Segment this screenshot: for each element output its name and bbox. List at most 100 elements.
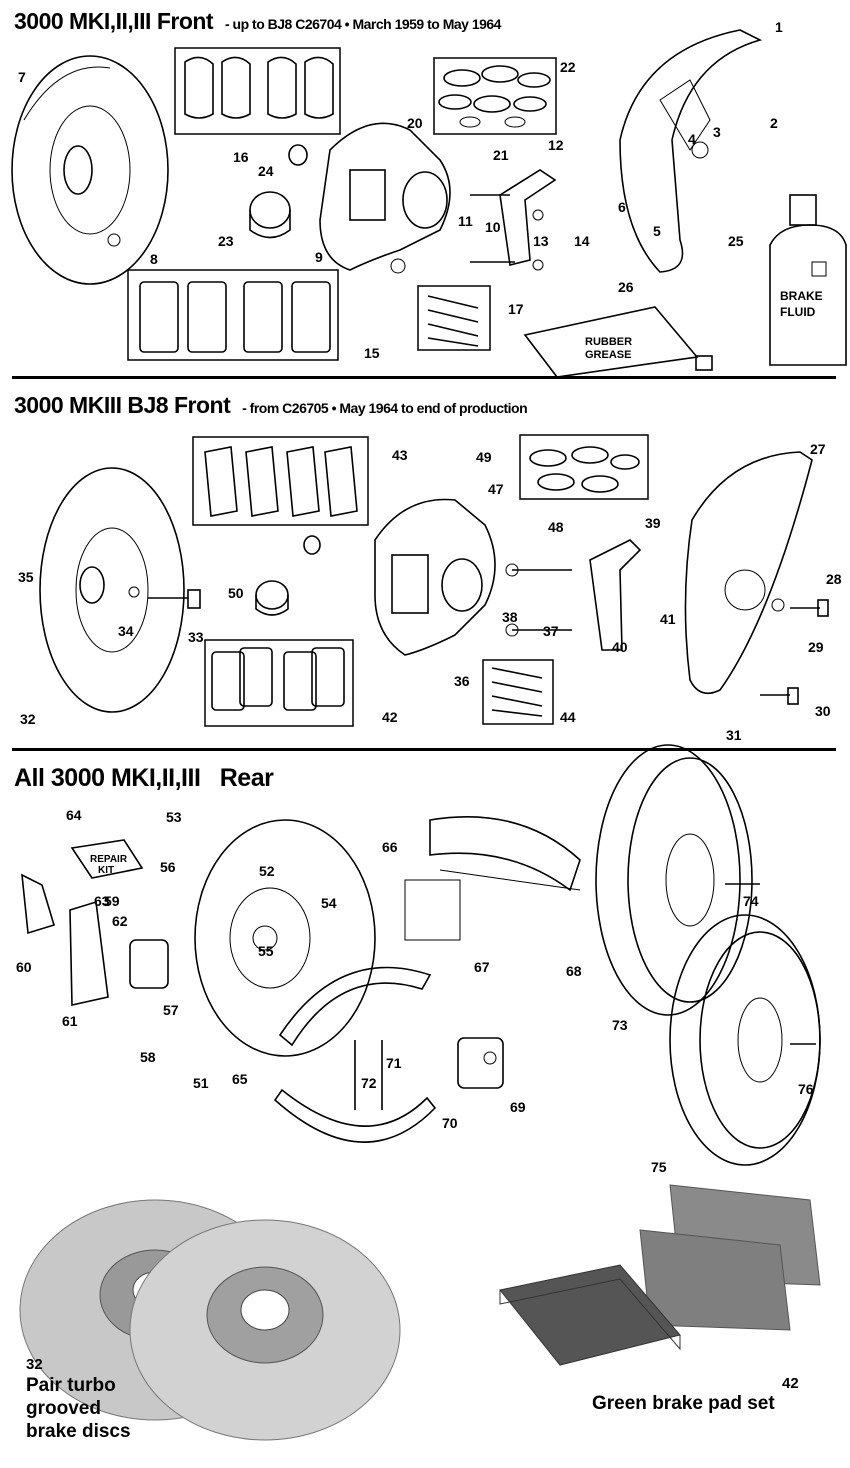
- callout-24: 24: [258, 163, 274, 179]
- divider-1: [12, 376, 836, 379]
- callout-51: 51: [193, 1075, 209, 1091]
- callout-59: 59: [104, 893, 120, 909]
- divider-2: [12, 748, 836, 751]
- callout-64: 64: [66, 807, 82, 823]
- callout-61: 61: [62, 1013, 78, 1029]
- bolts-37-38: [505, 563, 572, 637]
- callout-62: 62: [112, 913, 128, 929]
- dust-shield-1: [619, 29, 763, 273]
- callout-32: 32: [20, 711, 36, 727]
- callout-42: 42: [382, 709, 398, 725]
- callout-8: 8: [150, 251, 158, 267]
- callout-70: 70: [442, 1115, 458, 1131]
- callout-73: 73: [612, 1017, 628, 1033]
- boot-61: [69, 900, 109, 1006]
- section-title-front-early: 3000 MKI,II,III Front - up to BJ8 C26704…: [14, 8, 501, 35]
- shims-43: [204, 446, 358, 517]
- callout-65: 65: [232, 1071, 248, 1087]
- dust-shield-27: [684, 451, 813, 695]
- brake-drum-73: [595, 744, 753, 1016]
- title-text: 3000 MKIII BJ8 Front: [14, 392, 231, 418]
- pads-caption: Green brake pad set: [592, 1393, 775, 1414]
- callout-20: 20: [407, 115, 423, 131]
- callout-35: 35: [18, 569, 34, 585]
- callout-72: 72: [361, 1075, 377, 1091]
- pads-16: [184, 56, 334, 119]
- callout-6: 6: [618, 199, 626, 215]
- seal-box-22: [433, 57, 557, 135]
- pad-box-42: [204, 639, 354, 727]
- pad-box-16: [174, 47, 341, 135]
- pads-15: [139, 281, 331, 353]
- callout-55: 55: [258, 943, 274, 959]
- green-pad-photo: [499, 1184, 821, 1366]
- bracket-39: [589, 539, 642, 651]
- callout-52: 52: [259, 863, 275, 879]
- callout-16: 16: [233, 149, 249, 165]
- callout-34: 34: [118, 623, 134, 639]
- section-title-rear: All 3000 MKI,II,III Rear: [14, 764, 274, 793]
- discs-caption-3: brake discs: [26, 1421, 131, 1442]
- brake-drum-75: [669, 914, 821, 1166]
- callout-11: 11: [458, 213, 473, 229]
- caliper-9: [319, 122, 451, 274]
- piston-23: [249, 191, 291, 239]
- callout-28: 28: [826, 571, 842, 587]
- lever-60: [21, 873, 55, 935]
- callout-76: 76: [798, 1081, 814, 1097]
- callout-10: 10: [485, 219, 501, 235]
- callout-75: 75: [651, 1159, 667, 1175]
- subtitle-text: - from C26705 • May 1964 to end of produ…: [242, 400, 528, 416]
- bracket-12: [470, 169, 557, 271]
- pins-44: [491, 667, 543, 717]
- bottle-label-2: FLUID: [780, 305, 816, 319]
- turbo-disc-photo: [19, 1199, 401, 1441]
- callout-36: 36: [454, 673, 470, 689]
- callout-56: 56: [160, 859, 176, 875]
- seals-49: [529, 446, 640, 493]
- brake-shoe-65-lower: [273, 1088, 437, 1143]
- tube-label-1: RUBBER: [585, 336, 632, 348]
- pads-42: [211, 647, 345, 711]
- callout-47: 47: [488, 481, 504, 497]
- hardware-kit-66: [404, 879, 461, 941]
- caliper-36: [374, 498, 496, 656]
- callout-67: 67: [474, 959, 490, 975]
- callout-3: 3: [713, 124, 721, 140]
- studs-74-76: [725, 883, 816, 1045]
- callout-15: 15: [364, 345, 380, 361]
- callout-63: 63: [94, 893, 110, 909]
- callout-58: 58: [140, 1049, 156, 1065]
- callout-49: 49: [476, 449, 492, 465]
- callout-14: 14: [574, 233, 590, 249]
- discs-caption-1: Pair turbo: [26, 1375, 116, 1396]
- callout-69: 69: [510, 1099, 526, 1115]
- callout-40: 40: [612, 639, 628, 655]
- callout-39: 39: [645, 515, 661, 531]
- callout-54: 54: [321, 895, 337, 911]
- callout-4: 4: [688, 131, 696, 147]
- callout-12: 12: [548, 137, 564, 153]
- pads-number: 42: [782, 1375, 799, 1392]
- callout-26: 26: [618, 279, 634, 295]
- callout-23: 23: [218, 233, 234, 249]
- callout-31: 31: [726, 727, 742, 743]
- brake-disc-32: [39, 467, 185, 713]
- title-text: 3000 MKI,II,III Front: [14, 8, 214, 34]
- pin-box-17: [417, 285, 491, 351]
- discs-caption-2: grooved: [26, 1398, 101, 1419]
- callout-13: 13: [533, 233, 549, 249]
- title-text: All 3000 MKI,II,III Rear: [14, 764, 274, 792]
- pad-box-43: [192, 436, 369, 526]
- callout-25: 25: [728, 233, 744, 249]
- subtitle-text: - up to BJ8 C26704 • March 1959 to May 1…: [225, 16, 501, 32]
- callout-21: 21: [493, 147, 509, 163]
- callout-30: 30: [815, 703, 831, 719]
- callout-44: 44: [560, 709, 576, 725]
- callout-57: 57: [163, 1002, 179, 1018]
- wheel-cylinder-57: [129, 939, 169, 989]
- callout-9: 9: [315, 249, 323, 265]
- pin-box-44: [482, 659, 554, 725]
- seal-box-49: [519, 434, 649, 500]
